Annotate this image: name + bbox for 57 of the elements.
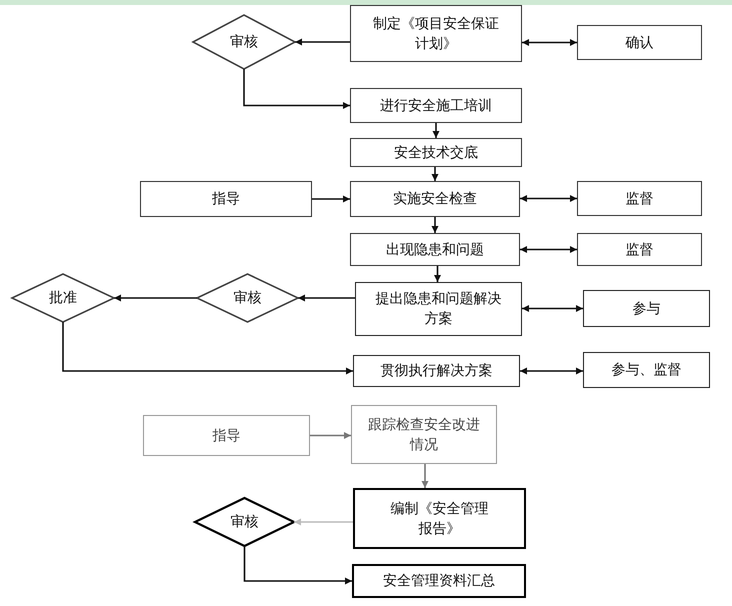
arrow xyxy=(522,39,577,46)
diamond-label: 审核 xyxy=(230,33,258,52)
arrow xyxy=(520,246,577,253)
process-box xyxy=(350,181,520,217)
box-label: 安全技术交底 xyxy=(394,144,478,162)
box-label: 指导 xyxy=(212,426,240,446)
arrow xyxy=(295,38,350,46)
arrow xyxy=(312,196,350,202)
diamond-label: 审核 xyxy=(234,289,262,308)
process-box xyxy=(352,564,526,598)
process-box xyxy=(140,181,312,217)
process-box xyxy=(583,290,710,327)
process-box xyxy=(350,5,522,62)
box-label: 指导 xyxy=(212,190,240,209)
process-box xyxy=(350,138,522,167)
box-label: 参与、监督 xyxy=(612,361,682,380)
box-label: 实施安全检查 xyxy=(393,190,477,209)
arrow xyxy=(432,123,440,138)
arrow xyxy=(244,546,352,584)
arrow xyxy=(520,368,583,374)
process-box xyxy=(353,355,520,387)
arrow xyxy=(310,432,351,439)
diamond-label: 批准 xyxy=(49,289,77,308)
arrow xyxy=(520,195,577,202)
box-label: 确认 xyxy=(626,34,654,52)
process-box xyxy=(143,415,310,456)
process-box xyxy=(353,488,526,549)
box-label: 监督 xyxy=(626,240,654,260)
process-box xyxy=(350,88,522,123)
box-label: 进行安全施工培训 xyxy=(380,96,492,116)
box-label: 出现隐患和问题 xyxy=(386,240,484,260)
box-label: 跟踪检查安全改进情况 xyxy=(367,416,481,454)
box-label: 贯彻执行解决方案 xyxy=(380,362,492,381)
arrow xyxy=(432,217,438,233)
arrow xyxy=(243,69,350,109)
arrow xyxy=(434,266,441,282)
box-label: 参与 xyxy=(632,300,660,318)
box-label: 编制《安全管理报告》 xyxy=(390,500,490,538)
arrow xyxy=(114,294,197,302)
process-box xyxy=(577,233,702,266)
arrow xyxy=(294,518,353,526)
arrow xyxy=(298,294,355,302)
box-label: 制定《项目安全保证计划》 xyxy=(372,14,500,54)
diamond-label: 审核 xyxy=(230,513,258,532)
process-box xyxy=(350,233,520,266)
arrow xyxy=(522,305,583,312)
box-label: 安全管理资料汇总 xyxy=(383,572,495,591)
box-label: 提出隐患和问题解决方案 xyxy=(374,290,502,329)
process-box xyxy=(577,181,702,216)
process-box xyxy=(577,25,702,60)
process-box xyxy=(351,405,497,464)
arrow xyxy=(432,167,438,181)
arrow xyxy=(422,464,428,488)
box-label: 监督 xyxy=(626,190,654,208)
process-box xyxy=(583,352,710,388)
process-box xyxy=(355,282,522,336)
arrow xyxy=(62,322,353,374)
